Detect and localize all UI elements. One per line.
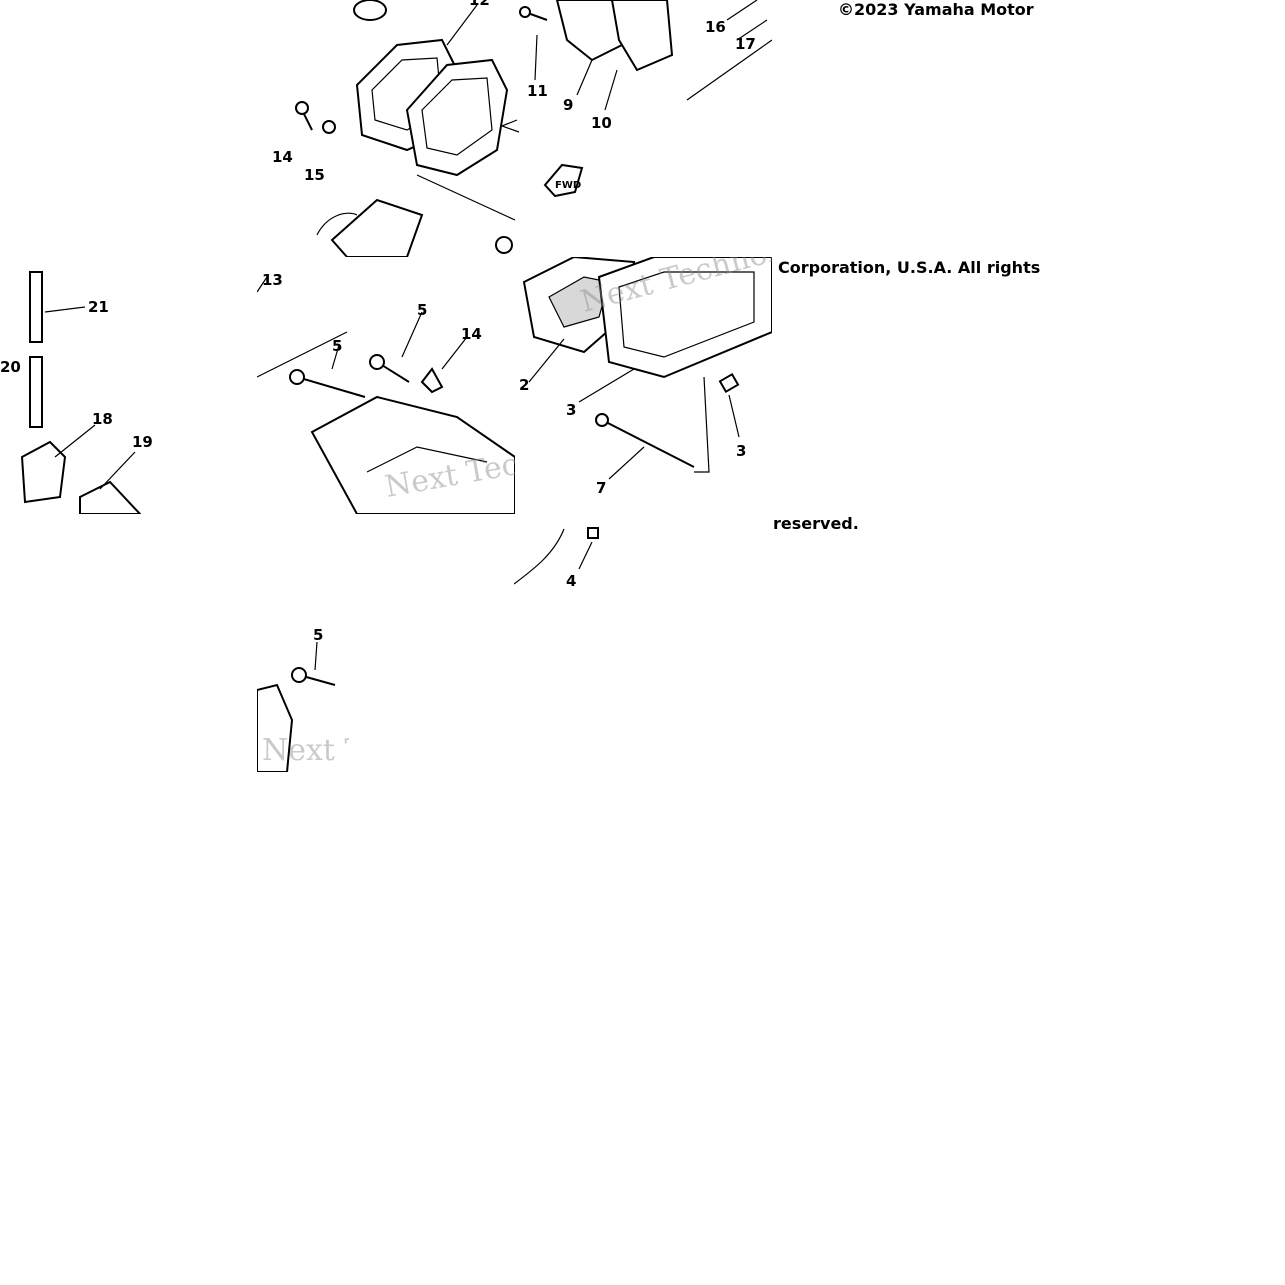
diagram-bolt4-svg: Next Technologies 5	[257, 626, 349, 772]
gasket-19-part	[79, 480, 142, 514]
fitting-18-part	[20, 440, 67, 504]
bolt-5a-part	[296, 376, 366, 398]
callout-10: 10	[591, 114, 612, 132]
callout-5b: 5	[417, 301, 427, 319]
diagram-tile-bolts: Next Technologies 13 5 5 14	[257, 257, 515, 514]
dowel-3b-part	[587, 527, 599, 539]
pipe-21-upper-part	[29, 271, 43, 343]
gasket-top-part	[610, 0, 674, 72]
callout-16: 16	[705, 18, 726, 36]
diagram-tile-dowel: 4	[514, 514, 600, 600]
long-bolt-6-part	[601, 419, 695, 468]
clip-7-part	[420, 367, 444, 394]
callout-5a: 5	[332, 337, 342, 355]
diagram-tile-case: Next Technologies 2 3 3 7	[514, 257, 772, 514]
diagram-case-svg: Next Technologies 2 3 3 7	[519, 257, 772, 497]
callout-21: 21	[88, 298, 109, 316]
pipe-21-lower-part	[29, 356, 43, 428]
callout-1: 2	[519, 376, 529, 394]
intake-part	[330, 198, 424, 257]
callout-15: 15	[304, 166, 325, 184]
diagram-pipe-svg: 21 18 19 20	[0, 271, 153, 514]
watermark-text-3: Next Technologies	[262, 733, 349, 768]
diagram-tile-bolt4: Next Technologies 5	[257, 620, 349, 772]
callout-18: 18	[92, 410, 113, 428]
callout-3: 3	[736, 442, 746, 460]
callout-13: 13	[262, 271, 283, 289]
copyright-line-3: reserved.	[773, 514, 859, 533]
callout-17: 17	[735, 35, 756, 53]
callout-9: 9	[563, 96, 573, 114]
gasket-part	[405, 58, 509, 177]
copyright-line-2: Corporation, U.S.A. All rights	[778, 258, 1041, 277]
fwd-badge-icon: FWD	[543, 163, 584, 198]
callout-11: 11	[527, 82, 548, 100]
callout-19: 19	[132, 433, 153, 451]
callout-4: 5	[313, 626, 323, 644]
callout-6: 7	[596, 479, 606, 497]
plug-cap-part	[353, 0, 387, 21]
crankcase-part	[310, 395, 515, 514]
diagram-tile-pipe: 21 18 19 20	[0, 257, 168, 514]
dowel-pin-part	[718, 372, 740, 394]
diagram-dowel-svg: 4	[514, 527, 599, 590]
callout-14: 14	[272, 148, 293, 166]
callout-7: 14	[461, 325, 482, 343]
cover-4-part	[257, 683, 294, 772]
callout-20: 20	[0, 358, 21, 376]
housing-top-part	[555, 0, 624, 62]
washer-15-part	[322, 120, 336, 134]
fwd-badge-label: FWD	[555, 180, 581, 191]
diagram-cover-svg: FWD 12 11 9 10 14 15 16 17	[272, 0, 772, 257]
callout-12: 12	[469, 0, 490, 9]
copyright-line-1: ©2023 Yamaha Motor	[838, 0, 1034, 19]
case-gasket-part	[597, 257, 772, 379]
callout-3b: 4	[566, 572, 576, 590]
diagram-bolts-svg: Next Technologies 13 5 5 14	[257, 271, 515, 514]
diagram-tile-cover: FWD 12 11 9 10 14 15 16 17	[257, 0, 772, 257]
callout-2: 3	[566, 401, 576, 419]
nut-part	[495, 236, 513, 254]
